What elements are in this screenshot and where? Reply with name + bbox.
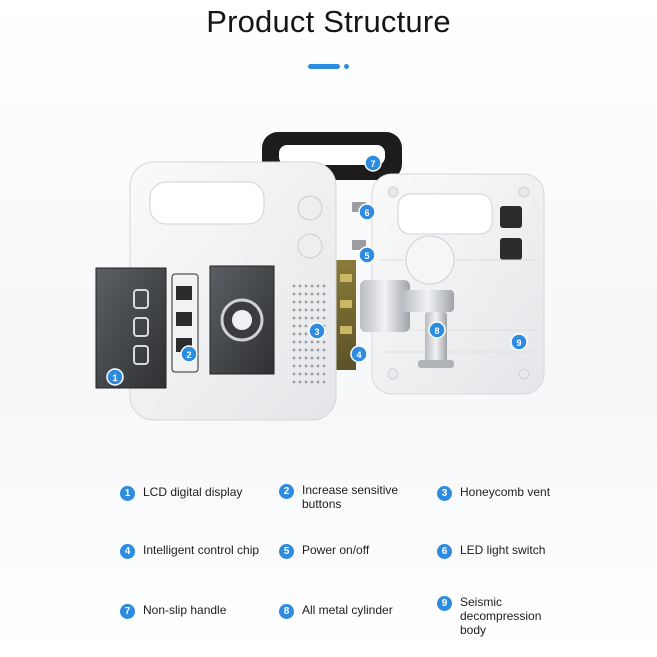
number-badge: 9: [437, 596, 452, 611]
number-badge: 6: [437, 544, 452, 559]
svg-text:3: 3: [314, 327, 319, 337]
feature-label: Power on/off: [302, 543, 370, 557]
number-badge: 5: [279, 544, 294, 559]
svg-text:1: 1: [112, 373, 117, 383]
feature-legend: 1 LCD digital display 2 Increase sensiti…: [0, 470, 657, 657]
callout-2: 2: [180, 345, 198, 363]
title-underline-dot: [344, 64, 349, 69]
number-badge: 4: [120, 544, 135, 559]
svg-text:2: 2: [186, 350, 191, 360]
svg-text:5: 5: [364, 251, 369, 261]
number-badge: 1: [120, 486, 135, 501]
lcd-display-panel: [95, 267, 167, 389]
callout-6: 6: [358, 203, 376, 221]
svg-text:6: 6: [364, 208, 369, 218]
callout-8: 8: [428, 321, 446, 339]
feature-item: 6 LED light switch: [437, 543, 587, 559]
svg-text:9: 9: [516, 338, 521, 348]
feature-item: 3 Honeycomb vent: [437, 485, 587, 501]
callout-9: 9: [510, 333, 528, 351]
feature-item: 2 Increase sensitive buttons: [279, 483, 409, 511]
honeycomb-vent: [292, 284, 326, 384]
feature-item: 8 All metal cylinder: [279, 603, 429, 619]
feature-label: Increase sensitive buttons: [302, 483, 399, 511]
feature-label: LED light switch: [460, 543, 546, 557]
number-badge: 2: [279, 484, 294, 499]
svg-text:7: 7: [370, 159, 375, 169]
feature-item: 7 Non-slip handle: [120, 603, 270, 619]
switch-components: [352, 202, 366, 250]
product-exploded-view: 1 2 3 4 5 6 7 8: [95, 132, 545, 421]
feature-item: 4 Intelligent control chip: [120, 543, 280, 559]
feature-item: 5 Power on/off: [279, 543, 409, 559]
control-chip-board: [336, 260, 356, 370]
feature-item: 1 LCD digital display: [120, 485, 270, 501]
callout-1: 1: [106, 368, 124, 386]
callout-3: 3: [308, 322, 326, 340]
speaker-panel: [209, 265, 275, 375]
feature-label: All metal cylinder: [302, 603, 393, 617]
feature-item: 9 Seismic decompression body: [437, 595, 547, 637]
title-underline: [308, 64, 340, 69]
callout-7: 7: [364, 154, 382, 172]
callout-5: 5: [358, 246, 376, 264]
svg-text:8: 8: [434, 326, 439, 336]
feature-label: Seismic decompression body: [460, 595, 542, 637]
number-badge: 3: [437, 486, 452, 501]
callout-4: 4: [350, 345, 368, 363]
feature-label: Intelligent control chip: [143, 543, 260, 557]
feature-label: LCD digital display: [143, 485, 243, 499]
svg-text:4: 4: [356, 350, 361, 360]
page-title: Product Structure: [206, 4, 451, 39]
number-badge: 8: [279, 604, 294, 619]
number-badge: 7: [120, 604, 135, 619]
feature-label: Non-slip handle: [143, 603, 227, 617]
feature-label: Honeycomb vent: [460, 485, 551, 499]
